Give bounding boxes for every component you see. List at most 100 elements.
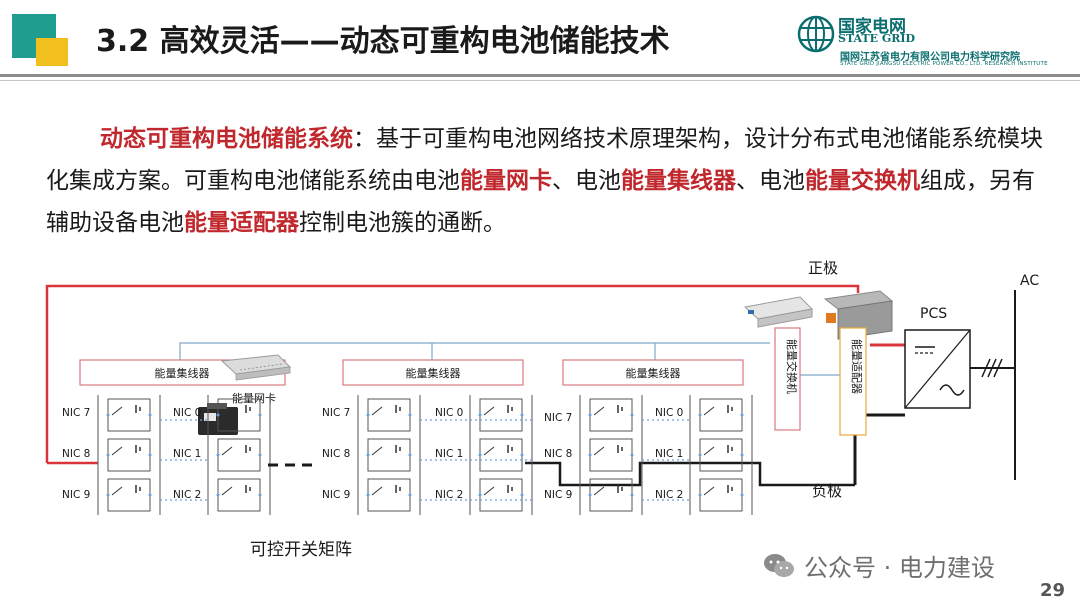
watermark-text: 公众号 · 电力建设 [804,554,995,582]
node-dot [106,413,110,417]
switch-label: 能量交换机 [785,339,799,394]
nic-label: NIC 1 [435,448,463,460]
switch-cell [367,478,411,512]
switch-contact [371,406,383,416]
switch-contact [221,486,233,496]
node-dot [630,493,634,497]
switch-cell [217,438,261,472]
node-dot [408,413,412,417]
node-dot [740,493,744,497]
page-number: 29 [1040,580,1066,601]
node-dot [408,453,412,457]
wechat-icon [764,554,794,577]
node-dot [216,413,220,417]
node-dot [698,453,702,457]
switch-cell [217,478,261,512]
ac-label: AC [1020,273,1039,289]
node-dot [698,413,702,417]
control-bus-line [179,342,770,360]
nic-label: NIC 7 [322,407,350,419]
battery-network-diagram: 正极 负极 能量集线器 能量集线器 能量集线器 能量网卡 NIC 7 NIC 8… [45,259,1039,560]
switch-contact [703,486,715,496]
hub-box-2 [342,359,524,386]
switch-contact [111,446,123,456]
switch-contact [593,406,605,416]
title-divider-thin [0,80,1080,81]
node-dot [588,493,592,497]
node-dot [148,413,152,417]
logo-en-name: STATE GRID [838,32,916,45]
switch-cell [367,398,411,432]
switch-cell [107,438,151,472]
node-dot [478,453,482,457]
node-dot [408,493,412,497]
node-dot [106,493,110,497]
switch-contact [703,446,715,456]
switch-contact [483,446,495,456]
switch-cell [107,398,151,432]
term-switch: 能量交换机 [805,168,920,194]
logo-cn-name: 国家电网 [838,17,906,37]
nic-label: NIC 9 [62,489,90,501]
positive-label: 正极 [808,259,838,277]
nic-label: NIC 1 [173,448,201,460]
paragraph-text-3: 、电池 [736,168,805,194]
switch-device-image [743,296,814,328]
paragraph-text-5: 控制电池簇的通断。 [299,210,506,236]
nic-label: NIC 0 [655,407,683,419]
pcs-label: PCS [920,306,947,322]
node-dot [520,453,524,457]
switch-cell [107,478,151,512]
node-dot [588,453,592,457]
logo-institute-name-en: STATE GRID JIANGSU ELECTRIC POWER CO., L… [840,61,1048,67]
three-phase-marks [981,358,1003,378]
logo-institute-name: 国网江苏省电力有限公司电力科学研究院 [840,52,1020,63]
node-dot [216,493,220,497]
switch-cell [479,438,523,472]
node-dot [630,453,634,457]
switch-box [774,327,801,431]
hub-label-1: 能量集线器 [155,366,210,380]
negative-bus-line [525,461,855,487]
node-dot [698,493,702,497]
negative-label: 负极 [812,482,842,500]
nic-label: NIC 2 [655,489,683,501]
switch-contact [111,406,123,416]
state-grid-logo: 国家电网 STATE GRID 国网江苏省电力有限公司电力科学研究院 STATE… [796,10,1076,72]
nic-label: NIC 9 [322,489,350,501]
switch-cell [699,478,743,512]
node-dot [366,453,370,457]
pcs-inverter-symbol [904,329,971,409]
nic-label: NIC 0 [435,407,463,419]
node-dot [258,413,262,417]
term-adapter: 能量适配器 [184,210,299,236]
switch-cell [699,398,743,432]
switch-contact [593,486,605,496]
node-dot [148,453,152,457]
title-decoration-yellow [36,38,68,66]
switch-contact [483,406,495,416]
adapter-box [839,327,867,436]
nic-label: NIC 7 [62,407,90,419]
positive-bus-line [45,284,860,463]
switch-cell [479,478,523,512]
switch-cell [699,438,743,472]
nic-label: NIC 8 [544,448,572,460]
nic-label: NIC 9 [544,489,572,501]
node-dot [148,493,152,497]
nic-label: NIC 0 [173,407,201,419]
nic-label: NIC 1 [655,448,683,460]
node-dot [216,453,220,457]
switch-contact [593,446,605,456]
switch-cell [479,398,523,432]
node-dot [478,413,482,417]
node-dot [740,413,744,417]
hub-label-2: 能量集线器 [406,366,461,380]
paragraph-text-1: ：基于可重构电池网络技术原理架构，设计分布式电池储能系统模块化集成方案。可重构电… [46,126,1043,194]
hub-device-image [220,354,292,381]
nic-label: NIC 8 [322,448,350,460]
title-divider [0,74,1080,77]
switch-cell [589,398,633,432]
nic-label: NIC 2 [435,489,463,501]
term-hub: 能量集线器 [621,168,736,194]
